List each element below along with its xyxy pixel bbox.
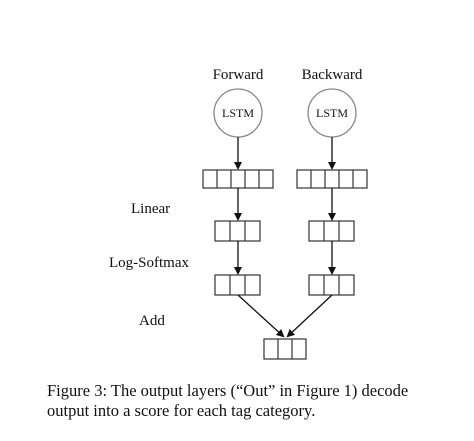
caption-line-1: Figure 3: The output layers (“Out” in Fi… (47, 381, 409, 400)
sum-output-vector (263, 338, 307, 360)
forward-lstm-node: LSTM (213, 88, 263, 138)
backward-hidden-vector (296, 169, 368, 189)
forward-hidden-vector (202, 169, 274, 189)
backward-add-arrow (286, 294, 333, 338)
caption-line-2: output into a score for each tag categor… (47, 401, 316, 420)
forward-lstm-label: LSTM (222, 106, 254, 120)
figure-caption: Figure 3: The output layers (“Out” in Fi… (47, 381, 467, 421)
backward-linear-vector (308, 220, 355, 242)
backward-lstm-label: LSTM (316, 106, 348, 120)
backward-logsoftmax-vector (308, 274, 355, 296)
add-label: Add (139, 313, 165, 329)
linear-label: Linear (131, 201, 170, 217)
forward-logsoftmax-vector (214, 274, 261, 296)
backward-label: Backward (302, 67, 363, 83)
log-softmax-label: Log-Softmax (109, 255, 189, 271)
forward-label: Forward (213, 67, 264, 83)
forward-add-arrow (237, 294, 285, 338)
forward-linear-vector (214, 220, 261, 242)
backward-lstm-node: LSTM (307, 88, 357, 138)
